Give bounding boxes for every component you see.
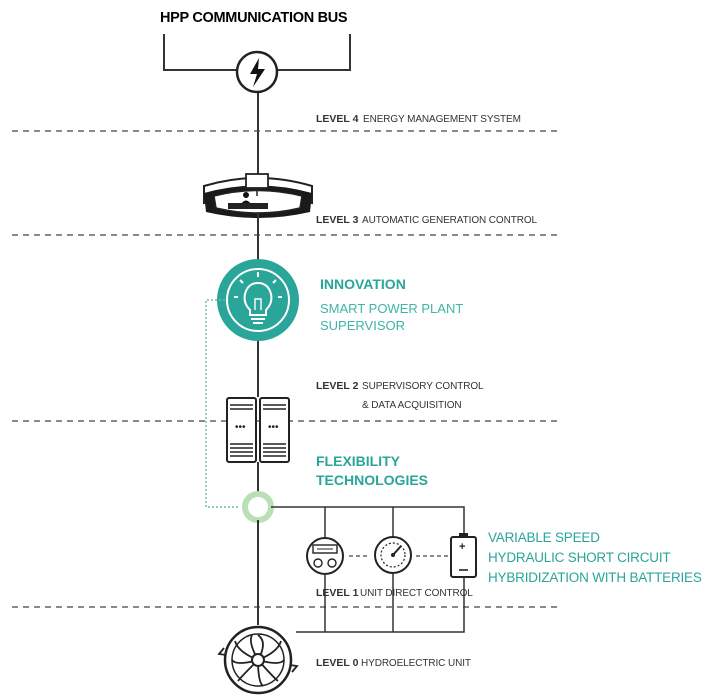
flexibility-label: FLEXIBILITY TECHNOLOGIES [316, 453, 428, 488]
svg-text:•••: ••• [268, 422, 279, 433]
svg-text:FLEXIBILITY: FLEXIBILITY [316, 453, 401, 469]
svg-text:SMART POWER PLANT: SMART POWER PLANT [320, 301, 463, 316]
battery-icon: + [450, 533, 477, 578]
level-2-label: LEVEL 2 SUPERVISORY CONTROL & DATA ACQUI… [316, 380, 484, 411]
svg-text:INNOVATION: INNOVATION [320, 276, 406, 292]
svg-text:SUPERVISORY CONTROL: SUPERVISORY CONTROL [362, 381, 484, 392]
diagram-title: HPP COMMUNICATION BUS [160, 10, 348, 26]
svg-text:•••: ••• [235, 422, 246, 433]
svg-text:AUTOMATIC GENERATION CONTROL: AUTOMATIC GENERATION CONTROL [362, 215, 538, 226]
lightning-icon [235, 50, 279, 94]
control-room-icon [203, 173, 313, 268]
svg-text:UNIT DIRECT CONTROL: UNIT DIRECT CONTROL [360, 588, 473, 599]
level-3-label: LEVEL 3 AUTOMATIC GENERATION CONTROL [316, 214, 538, 226]
svg-text:LEVEL 2: LEVEL 2 [316, 380, 359, 392]
turbine-icon [217, 625, 299, 695]
svg-text:LEVEL 3: LEVEL 3 [316, 214, 359, 226]
gauge-icon [374, 536, 412, 574]
svg-text:SUPERVISOR: SUPERVISOR [320, 318, 405, 333]
svg-text:VARIABLE SPEED: VARIABLE SPEED [488, 530, 600, 545]
svg-text:+: + [459, 541, 465, 553]
svg-text:LEVEL 1: LEVEL 1 [316, 587, 359, 599]
svg-text:LEVEL 4: LEVEL 4 [316, 113, 359, 125]
innovation-label: INNOVATION SMART POWER PLANT SUPERVISOR [320, 276, 463, 333]
innovation-connector [205, 299, 240, 508]
svg-text:HYDRAULIC SHORT CIRCUIT: HYDRAULIC SHORT CIRCUIT [488, 550, 670, 565]
svg-text:& DATA ACQUISITION: & DATA ACQUISITION [362, 400, 462, 411]
level-1-label: LEVEL 1 UNIT DIRECT CONTROL [316, 587, 473, 599]
meter-icon [306, 537, 344, 575]
server-rack-icon: ••• ••• [226, 397, 290, 463]
level-0-label: LEVEL 0 HYDROELECTRIC UNIT [316, 657, 471, 669]
svg-text:TECHNOLOGIES: TECHNOLOGIES [316, 472, 428, 488]
level-4-label: LEVEL 4 ENERGY MANAGEMENT SYSTEM [316, 113, 521, 125]
svg-text:LEVEL 0: LEVEL 0 [316, 657, 359, 669]
technologies-list: VARIABLE SPEED HYDRAULIC SHORT CIRCUIT H… [488, 530, 702, 585]
svg-text:ENERGY MANAGEMENT SYSTEM: ENERGY MANAGEMENT SYSTEM [363, 114, 521, 125]
svg-text:HYBRIDIZATION WITH BATTERIES: HYBRIDIZATION WITH BATTERIES [488, 570, 702, 585]
ring-node-icon [242, 491, 274, 523]
svg-text:HYDROELECTRIC UNIT: HYDROELECTRIC UNIT [361, 658, 471, 669]
lightbulb-icon [217, 259, 299, 341]
